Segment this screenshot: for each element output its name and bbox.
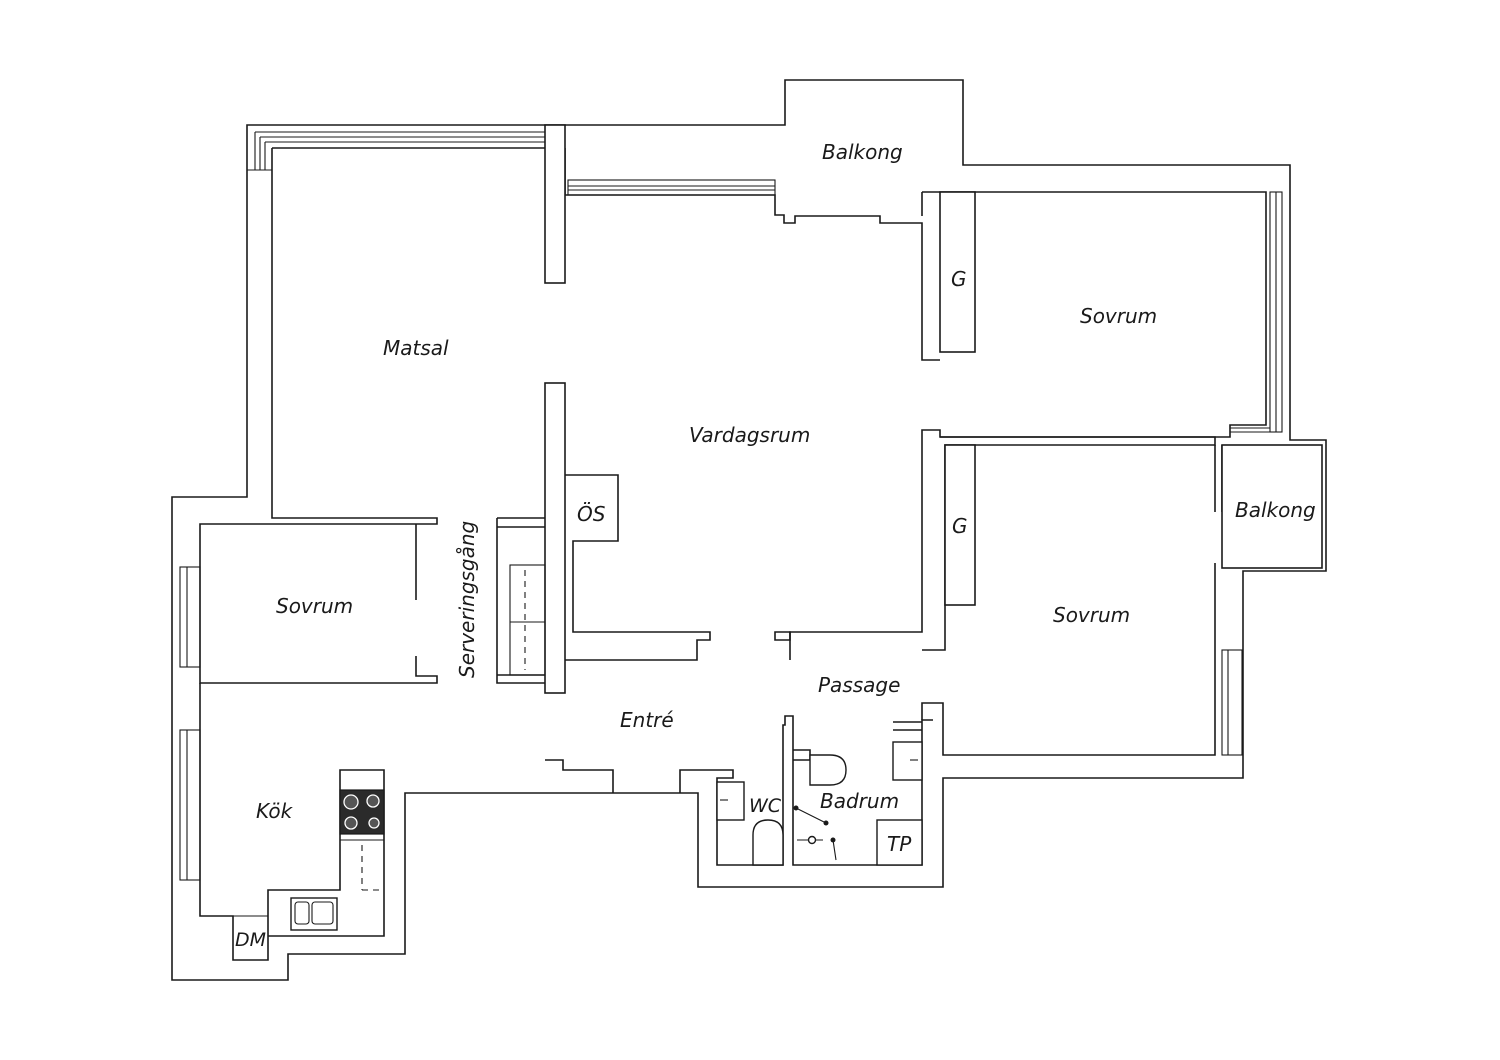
label-sovrum-top-right: Sovrum: [1080, 304, 1157, 328]
label-garderob-1: G: [951, 267, 967, 291]
label-sovrum-left: Sovrum: [276, 594, 353, 618]
label-garderob-2: G: [952, 514, 968, 538]
kitchen-sink: [290, 897, 338, 931]
shower-curtain: [795, 807, 837, 861]
label-vardagsrum: Vardagsrum: [689, 423, 810, 447]
label-matsal: Matsal: [383, 336, 449, 360]
outer-wall-outline: [171, 79, 1327, 981]
passage-walls: [774, 631, 791, 641]
windows-top-left: [247, 131, 545, 171]
window-right-bottom: [1221, 649, 1243, 756]
label-serveringsgang: Serveringsgång: [455, 521, 479, 678]
wardrobe-bottom: [944, 444, 976, 606]
washing-machine-box: [876, 819, 923, 866]
inner-wall-left: [199, 148, 438, 684]
balcony-right-box: [1221, 444, 1323, 569]
label-balkong-right: Balkong: [1235, 498, 1316, 522]
wardrobe-top: [939, 191, 976, 353]
label-kok: Kök: [256, 799, 294, 823]
bathroom-toilet: [809, 754, 847, 786]
bathroom-sink: [892, 741, 923, 781]
window-left-bottom: [179, 729, 201, 881]
label-balkong-top: Balkong: [822, 140, 903, 164]
label-passage: Passage: [818, 673, 900, 697]
label-badrum: Badrum: [820, 789, 899, 813]
label-os: ÖS: [577, 502, 606, 526]
label-wc: WC: [749, 795, 782, 817]
balcony-top-door: [567, 179, 776, 196]
wc-fixtures: [716, 781, 784, 866]
label-sovrum-bottom-right: Sovrum: [1053, 603, 1130, 627]
wc-sink: [716, 781, 745, 821]
exterior-walls: [171, 79, 1327, 981]
label-tp: TP: [887, 832, 912, 856]
label-dm: DM: [235, 929, 266, 951]
kitchen-fixtures: [200, 789, 385, 931]
bathroom-fixtures: [793, 741, 923, 866]
room-labels: Balkong Matsal Vardagsrum Sovrum Sovrum …: [235, 140, 1316, 951]
label-entre: Entré: [620, 708, 674, 732]
window-left-top: [179, 566, 201, 668]
serving-corridor: [496, 382, 711, 694]
window-right-top: [1230, 191, 1283, 433]
inner-wall-outline: [272, 147, 1267, 660]
divider-column-top: [544, 124, 566, 284]
bedroom-lower-walls: [921, 436, 1323, 756]
wc-toilet: [752, 819, 784, 866]
